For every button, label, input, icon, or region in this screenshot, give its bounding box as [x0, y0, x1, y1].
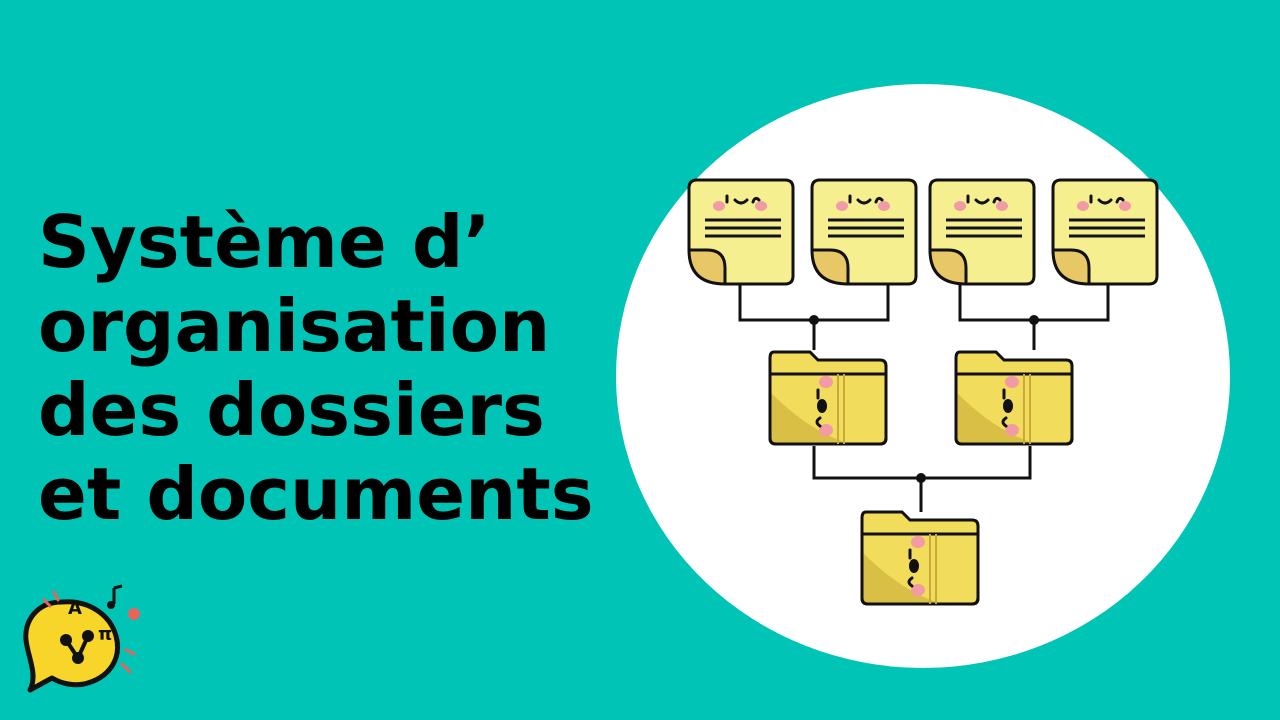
- speech-bubble-mascot-icon: A π: [23, 584, 140, 693]
- folder-icon: [954, 350, 1074, 446]
- sticky-note-icon: [928, 178, 1036, 286]
- title-line-4: et documents: [38, 452, 594, 536]
- svg-text:A: A: [68, 598, 82, 619]
- title-line-3: des dossiers: [38, 368, 545, 452]
- title-line-2: organisation: [38, 284, 551, 368]
- folder-icon: [768, 350, 888, 446]
- sticky-note-icon: [810, 178, 918, 286]
- connector-notes-left: [738, 284, 890, 322]
- svg-text:π: π: [98, 624, 112, 645]
- page-title: Système d’ organisation des dossiers et …: [38, 200, 594, 536]
- connector-notes-right: [958, 284, 1110, 322]
- title-line-1: Système d’: [38, 200, 491, 284]
- sticky-note-icon: [1051, 178, 1159, 286]
- sticky-note-icon: [687, 178, 795, 286]
- connector-junctions: [809, 315, 1039, 483]
- folder-icon: [860, 510, 980, 606]
